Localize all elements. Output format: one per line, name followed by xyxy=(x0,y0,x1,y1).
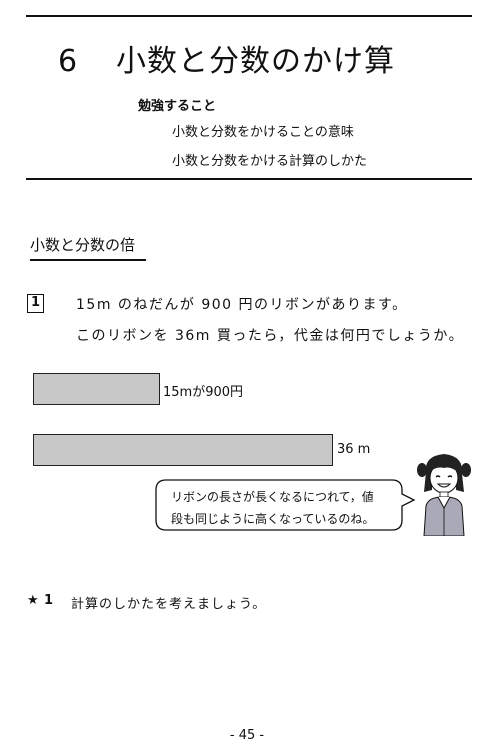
study-goal-1: 小数と分数をかけることの意味 xyxy=(172,125,354,140)
study-heading: 勉強すること xyxy=(138,99,217,114)
task-number: 1 xyxy=(44,593,54,608)
chapter-title-text: 小数と分数のかけ算 xyxy=(116,44,395,79)
header-bottom-rule xyxy=(26,178,472,180)
study-goal-2: 小数と分数をかける計算のしかた xyxy=(172,154,368,169)
chapter-number: 6 xyxy=(58,44,79,79)
task-text: 計算のしかたを考えましょう。 xyxy=(71,597,267,612)
speech-bubble-line-1: リボンの長さが長くなるにつれて，値 xyxy=(171,490,374,504)
top-rule xyxy=(26,15,472,17)
section-underline xyxy=(30,259,146,261)
speech-bubble-line-2: 段も同じように高くなっているのね。 xyxy=(171,512,375,526)
ribbon-bar-15m-label: 15mが900円 xyxy=(163,385,244,400)
problem-text-line-1: 15m のねだんが 900 円のリボンがあります。 xyxy=(76,297,408,313)
chapter-title: 6 小数と分数のかけ算 xyxy=(58,36,395,80)
girl-character-icon xyxy=(417,454,471,536)
ribbon-bar-36m xyxy=(33,434,333,466)
section-title: 小数と分数の倍 xyxy=(30,236,136,254)
ribbon-bar-36m-label: 36 m xyxy=(337,442,371,457)
page-number: - 45 - xyxy=(229,728,265,743)
task-star-icon: ★ xyxy=(27,593,39,608)
problem-number-box: 1 xyxy=(27,294,44,313)
ribbon-bar-15m xyxy=(33,373,160,405)
problem-text-line-2: このリボンを 36m 買ったら，代金は何円でしょうか。 xyxy=(76,328,465,344)
